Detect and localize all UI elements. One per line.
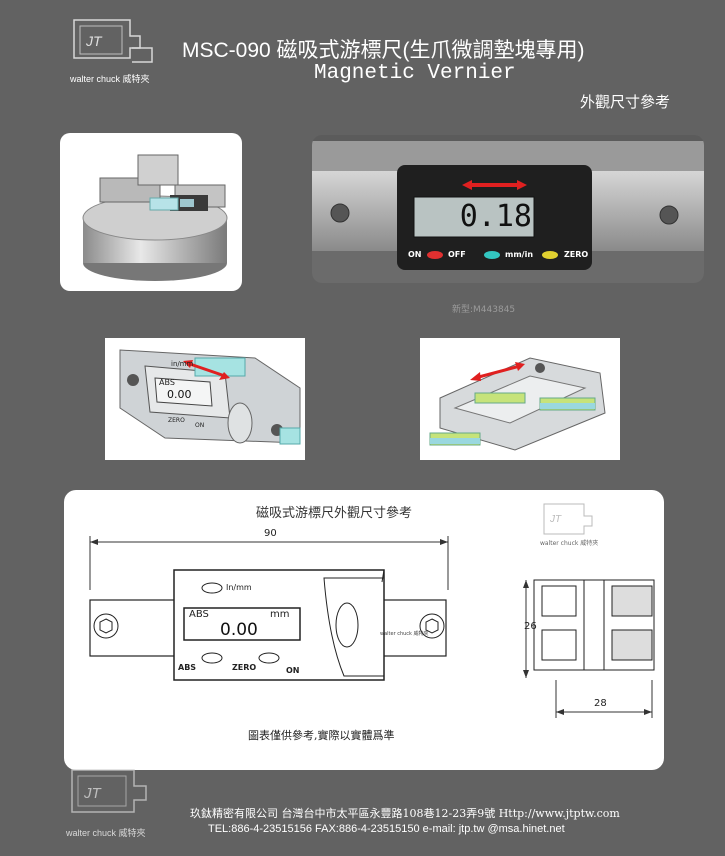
dim-height-label: 26 — [524, 621, 537, 632]
drawing-abs-bottom: ABS — [178, 663, 197, 672]
chuck-photo — [60, 133, 242, 291]
vernier-render-front: ABS in/mm 0.00 ZERO ON — [105, 338, 305, 460]
footer-address: 玖鈦精密有限公司 台灣台中市太平區永豐路108巷12-23弄9號 Http://… — [190, 807, 620, 820]
vernier-closeup-photo: 0.18 ON OFF mm/in ZERO — [312, 135, 704, 283]
closeup-zero-label: ZERO — [564, 250, 589, 259]
closeup-on-label: ON — [408, 250, 422, 259]
drawing-brand: walter chuck 威特夾 — [380, 631, 429, 637]
closeup-unit-label: mm/in — [505, 250, 534, 259]
drawing-unit-toggle: In/mm — [226, 583, 252, 592]
vernier-render-back — [420, 338, 620, 460]
footer-logo: JT walter chuck 威特夾 — [64, 764, 184, 844]
appearance-caption: 外觀尺寸參考 — [580, 93, 671, 111]
drawing-on-label: ON — [286, 666, 300, 675]
page-subtitle: Magnetic Vernier — [314, 62, 516, 85]
dim-width-label: 90 — [264, 528, 277, 539]
render-front-on: ON — [195, 422, 205, 429]
footer-contact: TEL:886-4-23515156 FAX:886-4-23515150 e-… — [208, 823, 565, 835]
drawing-zero-label: ZERO — [232, 663, 257, 672]
svg-text:JT: JT — [549, 514, 562, 525]
company-logo: JT walter chuck 威特夾 — [60, 14, 180, 86]
drawing-abs-label: ABS — [189, 609, 209, 620]
drawing-note: 圖表僅供參考,實際以實體爲準 — [248, 729, 395, 742]
svg-text:JT: JT — [85, 33, 103, 49]
model-number-caption: 新型:M443845 — [452, 305, 516, 315]
render-front-value: 0.00 — [167, 388, 192, 401]
footer-logo-text: walter chuck 威特夾 — [66, 828, 146, 838]
svg-text:JT: JT — [83, 785, 103, 802]
closeup-off-label: OFF — [448, 250, 466, 259]
drawing-value: 0.00 — [220, 620, 258, 640]
page-title: MSC-090 磁吸式游標尺(生爪微調墊塊專用) — [182, 39, 585, 62]
render-front-zero: ZERO — [168, 417, 185, 424]
render-front-unit: in/mm — [171, 360, 194, 368]
drawing-title: 磁吸式游標尺外觀尺寸參考 — [256, 506, 413, 521]
drawing-mm-label: mm — [270, 609, 290, 620]
drawing-logo-text: walter chuck 威特夾 — [540, 540, 599, 547]
footer-logo-mark-icon: JT — [71, 769, 147, 813]
logo-mark-icon: JT — [73, 19, 153, 63]
dim-depth-label: 28 — [594, 698, 607, 709]
render-front-abs: ABS — [159, 378, 175, 387]
closeup-readout: 0.18 — [459, 199, 532, 234]
dimension-drawing-card: JT 90 26 28 In/mm ABS mm 0.00 ABS ZERO O… — [64, 490, 664, 770]
logo-text: walter chuck 威特夾 — [70, 74, 150, 84]
